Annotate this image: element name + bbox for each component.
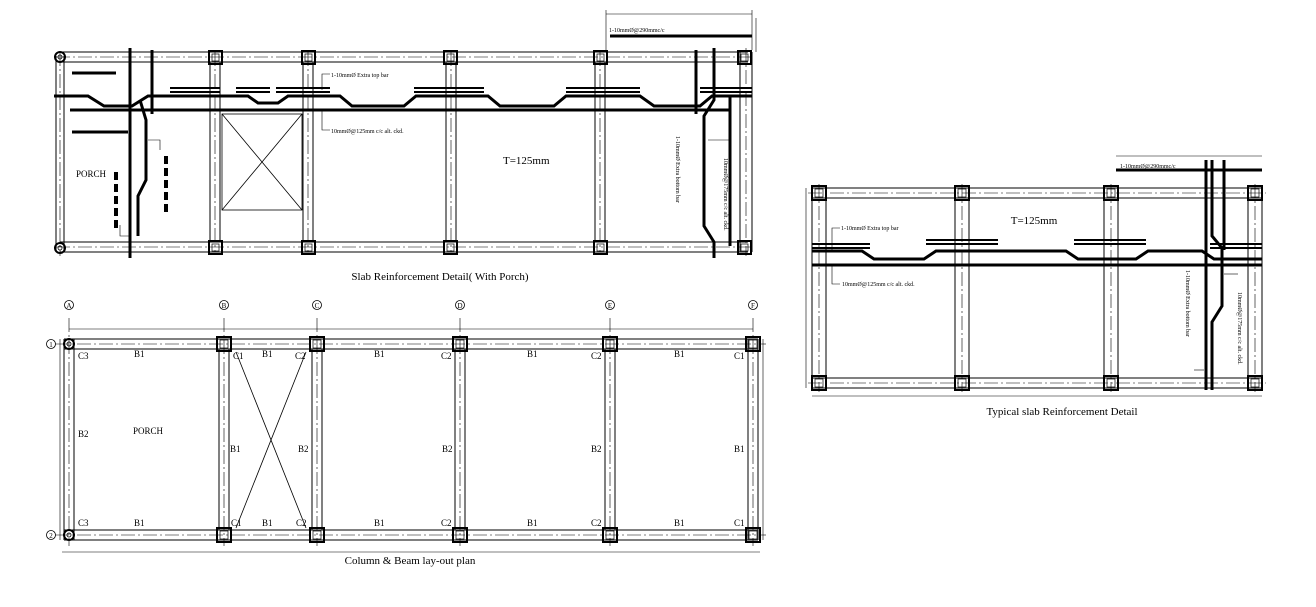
- grid-label-d: D: [457, 302, 462, 310]
- typical-slab-outline: [808, 184, 1266, 392]
- typical-slab-drawing: [805, 155, 1266, 397]
- label-b2-mid-4: B2: [591, 444, 602, 454]
- label-c2-top-1: C2: [295, 351, 306, 361]
- porch-leader-lines: [119, 73, 730, 237]
- typical-main-bars: [812, 160, 1262, 390]
- slab-porch-dist-bars: 10mmØ@175mm c/c alt. ckd.: [722, 158, 728, 231]
- grid-label-2: 2: [49, 532, 53, 540]
- label-c1-top-1: C1: [233, 351, 244, 361]
- typical-leader-lines: [831, 227, 1238, 371]
- porch-slab-beams: [209, 52, 606, 252]
- grid-label-c: C: [315, 302, 320, 310]
- label-b1-bottom-1: B1: [134, 518, 145, 528]
- label-b1-bottom-2: B1: [262, 518, 273, 528]
- typical-extra-bottom-bar: 1-10mmØ Extra bottom bar: [1184, 270, 1190, 337]
- grid-label-e: E: [608, 302, 612, 310]
- layout-middle-labels: B2 B1 B2 B2 B2 B1 PORCH: [78, 426, 745, 454]
- typical-dimension-lines: [805, 155, 1262, 397]
- layout-grid-lines: [55, 318, 766, 546]
- label-c2-top-3: C2: [591, 351, 602, 361]
- grid-label-a: A: [66, 302, 71, 310]
- slab-porch-extra-bottom-bar: 1-10mmØ Extra bottom bar: [674, 136, 680, 203]
- label-c1-bottom-1: C1: [231, 518, 242, 528]
- label-c2-bottom-2: C2: [441, 518, 452, 528]
- label-c1-top-2: C1: [734, 351, 745, 361]
- label-c2-top-2: C2: [441, 351, 452, 361]
- label-b1-top-4: B1: [527, 349, 538, 359]
- label-c2-bottom-3: C2: [591, 518, 602, 528]
- label-b2-mid-2: B2: [298, 444, 309, 454]
- layout-grid-bubbles: [46, 300, 758, 540]
- layout-beams: [63, 338, 759, 541]
- slab-porch-title: Slab Reinforcement Detail( With Porch): [351, 271, 528, 283]
- slab-porch-top-distribution: 1-10mmØ@290mmc/c: [609, 28, 665, 34]
- porch-main-bars: [54, 34, 752, 258]
- typical-top-distribution: 1-10mmØ@290mmc/c: [1120, 164, 1176, 170]
- typical-main-bars-label: 10mmØ@125mm c/c alt. ckd.: [842, 282, 915, 288]
- typical-dist-bars: 10mmØ@175mm c/c alt. ckd.: [1236, 292, 1242, 365]
- label-b1-mid-1: B1: [230, 444, 241, 454]
- label-b1-top-1: B1: [134, 349, 145, 359]
- typical-slab-thickness: T=125mm: [1011, 215, 1058, 227]
- layout-stair-opening: [235, 351, 307, 529]
- label-b1-top-2: B1: [262, 349, 273, 359]
- layout-columns: [63, 336, 761, 543]
- label-b1-bottom-3: B1: [374, 518, 385, 528]
- slab-porch-thickness: T=125mm: [503, 155, 550, 167]
- label-c2-bottom-1: C2: [296, 518, 307, 528]
- porch-top-bars: [170, 87, 752, 93]
- label-b1-mid-2: B1: [734, 444, 745, 454]
- slab-porch-drawing: [54, 10, 757, 258]
- label-b2-mid-3: B2: [442, 444, 453, 454]
- typical-top-bars: [812, 239, 1262, 249]
- layout-porch-label: PORCH: [133, 426, 164, 436]
- grid-label-b: B: [222, 302, 227, 310]
- porch-top-dimension: [605, 10, 757, 52]
- layout-plan-drawing: [46, 300, 766, 553]
- slab-porch-label: PORCH: [76, 169, 107, 179]
- label-c3-bottom: C3: [78, 518, 89, 528]
- typical-slab-title: Typical slab Reinforcement Detail: [986, 406, 1137, 418]
- slab-porch-main-bars: 10mmØ@125mm c/c alt. ckd.: [331, 129, 404, 135]
- stair-opening: [221, 113, 303, 211]
- typical-extra-top-bar: 1-10mmØ Extra top bar: [841, 226, 899, 232]
- grid-label-1: 1: [49, 341, 53, 349]
- porch-slab-columns: [208, 50, 752, 255]
- layout-grid-column-labels: A B C D E F 1 2: [49, 302, 755, 540]
- typical-slab-columns: [811, 185, 1263, 391]
- layout-dimension-lines: [59, 328, 764, 553]
- layout-plan-title: Column & Beam lay-out plan: [345, 555, 476, 567]
- porch-slab-outline: [55, 48, 753, 256]
- porch-dashed-bars: [114, 156, 168, 232]
- label-b1-top-5: B1: [674, 349, 685, 359]
- layout-top-labels: C3 B1 C1 B1 C2 B1 C2 B1 C2 B1 C1: [78, 349, 745, 361]
- label-b2-mid-1: B2: [78, 429, 89, 439]
- layout-bottom-labels: C3 B1 C1 B1 C2 B1 C2 B1 C2 B1 C1: [78, 518, 745, 528]
- grid-label-f: F: [751, 302, 755, 310]
- label-b1-bottom-5: B1: [674, 518, 685, 528]
- label-c1-bottom-2: C1: [734, 518, 745, 528]
- label-b1-top-3: B1: [374, 349, 385, 359]
- porch-circle-columns: [54, 51, 66, 254]
- label-c3-top: C3: [78, 351, 89, 361]
- label-b1-bottom-4: B1: [527, 518, 538, 528]
- slab-porch-extra-top-bar: 1-10mmØ Extra top bar: [331, 73, 389, 79]
